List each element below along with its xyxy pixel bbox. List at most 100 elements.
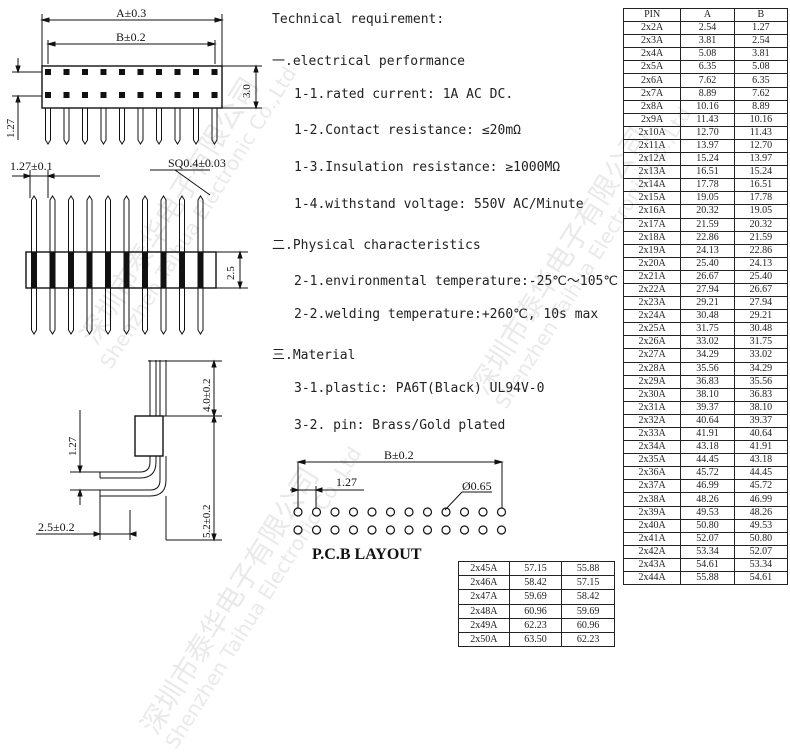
cell-b: 10.16 (733, 112, 789, 127)
pcb-hole (478, 525, 488, 535)
cell-pin: 2x39A (622, 505, 682, 520)
cell-b: 29.21 (733, 309, 789, 324)
pcb-hole (348, 507, 359, 517)
cell-a: 49.53 (680, 505, 735, 520)
req-1-1: 1-1.rated current: 1A AC DC. (294, 87, 514, 102)
pin-upper (123, 195, 130, 252)
pin-upper (49, 195, 56, 252)
pcb-hole (404, 507, 414, 517)
cell-b: 1.27 (733, 21, 789, 36)
header-pin: PIN (622, 7, 682, 23)
cell-b: 40.64 (733, 426, 789, 442)
cell-a: 29.21 (680, 296, 735, 311)
pin-square (211, 69, 218, 75)
front-view-pins (31, 195, 204, 335)
cell-b: 17.78 (733, 191, 789, 206)
pcb-hole (422, 525, 433, 535)
pin-square (82, 69, 88, 75)
pin-square (211, 92, 218, 98)
cell-b: 58.42 (561, 589, 615, 605)
pin-body (179, 252, 185, 288)
cell-pin: 2x25A (622, 322, 682, 337)
cell-pin: 2x47A (458, 589, 510, 605)
cell-a: 52.07 (680, 531, 735, 546)
cell-pin: 2x4A (622, 47, 682, 62)
pcb-hole (441, 507, 451, 517)
pin-square (156, 92, 162, 98)
cell-b: 21.59 (733, 230, 789, 245)
pin-upper (31, 195, 37, 252)
cell-pin: 2x18A (622, 230, 682, 245)
cell-b: 43.18 (733, 453, 789, 468)
cell-a: 38.10 (680, 387, 735, 402)
cell-a: 58.42 (508, 575, 563, 591)
cell-a: 39.37 (680, 400, 735, 415)
pin-upper (142, 195, 148, 252)
pcb-hole-label: Ø0.65 (462, 479, 492, 493)
pcb-hole (385, 525, 396, 535)
req-2-1: 2-1.environmental temperature:-25℃～105℃ (294, 274, 618, 289)
header-b: B (733, 7, 789, 23)
pin-body (123, 252, 130, 288)
cell-a: 35.56 (680, 361, 735, 376)
cell-b: 41.91 (733, 440, 789, 455)
pin-upper (68, 195, 74, 252)
cell-pin: 2x31A (622, 400, 682, 415)
pcb-hole (293, 525, 303, 535)
pin-leg (156, 108, 162, 145)
pcb-hole (385, 507, 396, 517)
section-physical: 二.Physical characteristics (272, 238, 481, 253)
technical-drawing: A±0.3 B±0.2 3.0 1.27 1.27±0.1 SQ0.4±0.03… (5, 6, 507, 563)
cell-a: 19.05 (680, 191, 735, 206)
cell-pin: 2x3A (622, 34, 682, 49)
cell-a: 3.81 (680, 34, 735, 49)
cell-pin: 2x27A (622, 348, 682, 363)
pin-body (105, 252, 111, 288)
cell-pin: 2x22A (622, 282, 682, 298)
cell-a: 40.64 (680, 413, 735, 429)
pin-square (82, 92, 88, 98)
cell-pin: 2x50A (458, 631, 510, 648)
cell-a: 54.61 (680, 557, 735, 573)
section-material: 三.Material (272, 348, 356, 363)
cell-pin: 2x5A (622, 60, 682, 75)
cell-a: 11.43 (680, 112, 735, 127)
cell-b: 6.35 (733, 73, 789, 88)
cell-b: 57.15 (561, 575, 615, 591)
section-electrical: 一.electrical performance (272, 54, 466, 69)
pcb-hole (404, 525, 414, 535)
dim-a-label: A±0.3 (116, 6, 146, 20)
cell-a: 60.96 (508, 603, 563, 619)
cell-b: 48.26 (733, 505, 789, 520)
top-view-pin-grid (45, 69, 218, 98)
cell-a: 27.94 (680, 282, 735, 298)
cell-pin: 2x40A (622, 518, 682, 533)
dim-height-label: 3.0 (241, 84, 253, 98)
cell-b: 59.69 (561, 603, 615, 619)
pcb-b-label: B±0.2 (384, 448, 414, 462)
pin-square (193, 92, 199, 98)
cell-a: 44.45 (680, 453, 735, 468)
pin-body (68, 252, 74, 288)
cell-pin: 2x17A (622, 217, 682, 232)
dim-upper-pin-label: 4.0±0.2 (201, 378, 213, 412)
cell-a: 62.23 (508, 617, 563, 633)
cell-b: 20.32 (733, 217, 789, 232)
